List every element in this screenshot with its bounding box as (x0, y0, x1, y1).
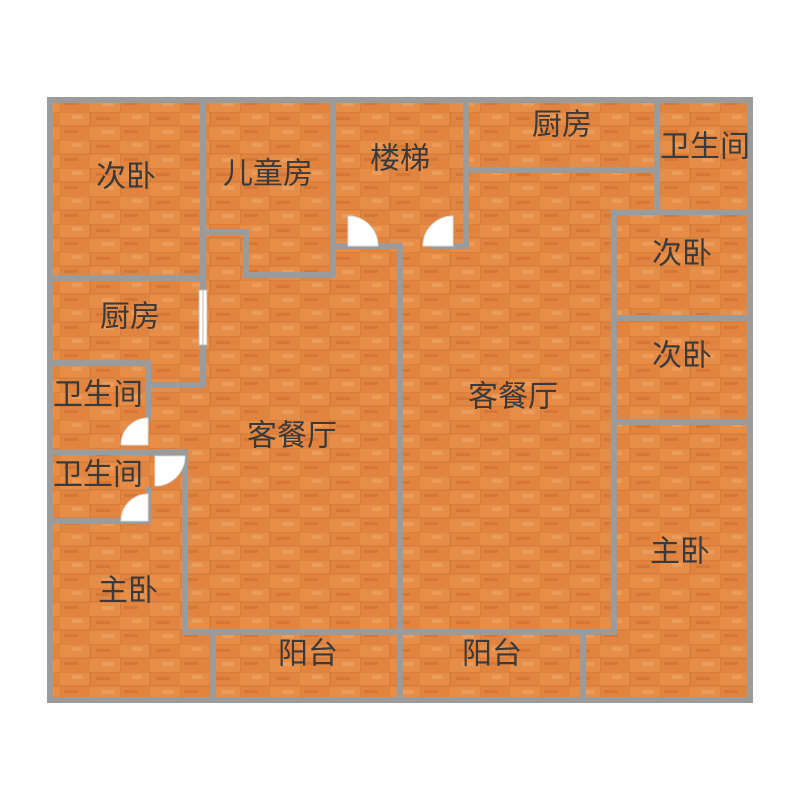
room-label-bathroom-w2: 卫生间 (53, 458, 143, 493)
room-label-bedroom-e1: 次卧 (652, 237, 712, 272)
room-label-living-right: 客餐厅 (468, 380, 558, 415)
doors (120, 215, 454, 522)
wall-kids-bottom (200, 229, 336, 278)
room-labels: 次卧 儿童房 楼梯 厨房 卫生间 次卧 次卧 厨房 卫生间 卫生间 客餐厅 客餐… (53, 108, 750, 672)
room-label-bedroom-e2: 次卧 (652, 339, 712, 374)
room-label-stairs: 楼梯 (370, 142, 430, 177)
outer-wall (47, 97, 753, 703)
door-bath2 (120, 493, 149, 522)
room-label-bedroom-nw: 次卧 (96, 160, 156, 195)
room-label-bathroom-ne: 卫生间 (660, 130, 750, 165)
room-label-balcony-left: 阳台 (278, 637, 338, 672)
door-stairs-right (422, 215, 454, 247)
walls (47, 97, 753, 703)
door-bath2-entry (154, 455, 186, 487)
room-label-bathroom-w1: 卫生间 (53, 378, 143, 413)
door-bath1 (120, 417, 149, 446)
room-label-living-left: 客餐厅 (247, 419, 337, 454)
room-label-balcony-right: 阳台 (462, 637, 522, 672)
door-stairs-left (347, 215, 379, 247)
window-kitchen-w (198, 289, 208, 346)
room-label-kids-room: 儿童房 (223, 157, 313, 192)
room-label-master-w: 主卧 (98, 574, 158, 609)
room-label-kitchen-n: 厨房 (532, 108, 592, 143)
room-label-master-e: 主卧 (650, 535, 710, 570)
room-label-kitchen-w: 厨房 (100, 300, 160, 335)
